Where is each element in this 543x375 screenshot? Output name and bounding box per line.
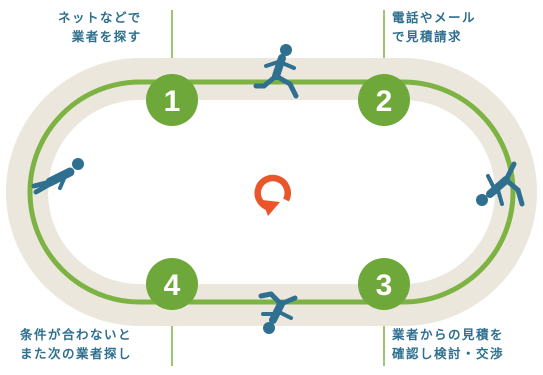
step-1-caption-line-1: ネットなどで [58,10,142,25]
step-1-caption-line-2: 業者を探す [71,29,142,44]
step-2-caption: 電話やメール で見積請求 [392,8,476,46]
step-2-caption-line-2: で見積請求 [392,29,463,44]
step-4-caption: 条件が合わないと また次の業者探し [20,325,132,363]
step-2-caption-line-1: 電話やメール [392,10,477,25]
step-marker-4: 4 [146,258,198,310]
step-4-caption-line-2: また次の業者探し [20,346,133,361]
step-3-caption-line-1: 業者からの見積を [392,327,505,342]
track-infield [48,100,495,284]
step-marker-1: 1 [146,74,198,126]
step-marker-3: 3 [358,258,410,310]
step-1-caption: ネットなどで 業者を探す [58,8,142,46]
step-3-caption-line-2: 確認し検討・交渉 [392,346,505,361]
step-number-4: 4 [164,269,181,302]
running-person-icon [253,44,299,99]
cycle-arrow-icon [254,174,291,216]
step-3-caption: 業者からの見積を 確認し検討・交渉 [392,325,504,363]
step-marker-2: 2 [358,74,410,126]
collapsed-person-icon [31,158,84,195]
step-number-1: 1 [164,85,181,118]
tripping-person-icon [476,161,525,207]
step-number-3: 3 [376,269,393,302]
falling-person-icon [258,291,298,334]
step-number-2: 2 [376,85,393,118]
step-4-caption-line-1: 条件が合わないと [20,327,133,342]
